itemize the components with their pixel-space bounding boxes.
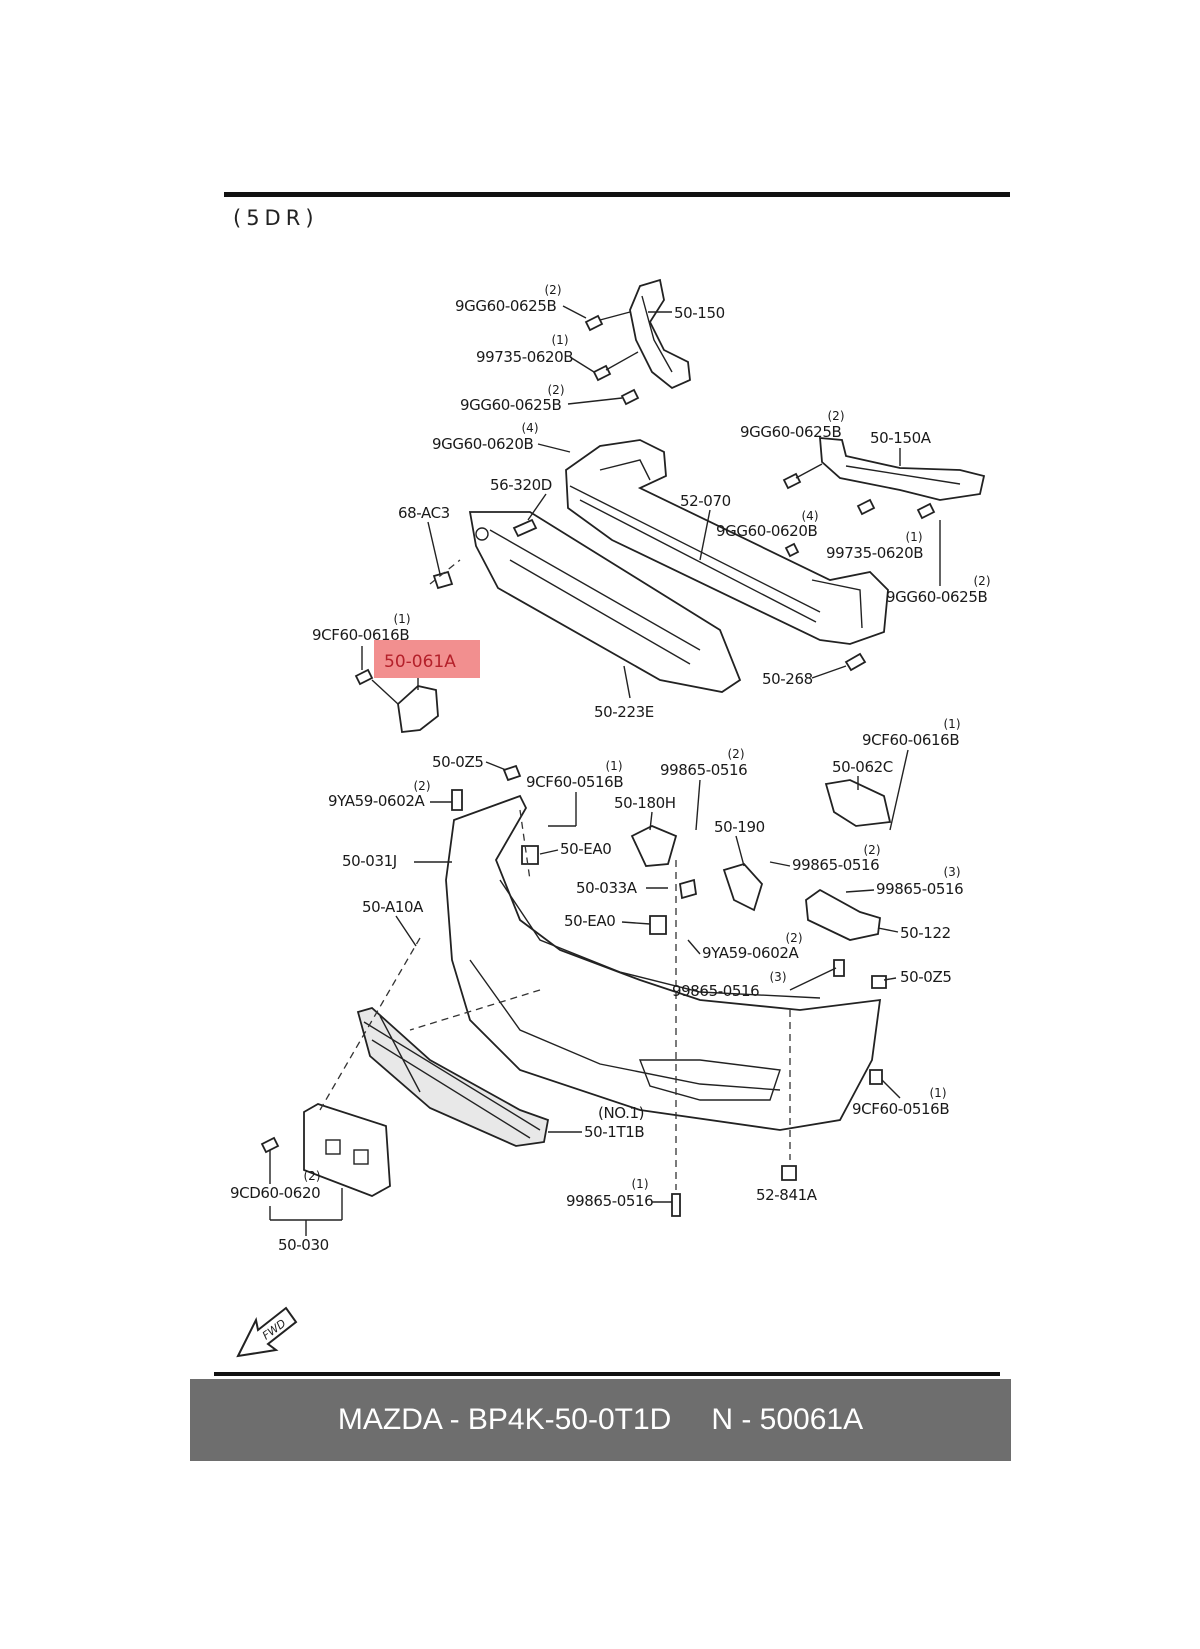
assembly-lines (319, 559, 791, 1190)
svg-text:(2): (2) (974, 574, 991, 588)
bracket-50-061A (354, 668, 439, 733)
callout-99735-0620B-2: 99735-0620B (826, 544, 923, 562)
callout-99865-0516-3: 99865-0516 (876, 880, 963, 898)
fwd-arrow-icon: FWD (236, 1306, 298, 1358)
callout-99865-0516-4: 99865-0516 (672, 982, 759, 1000)
svg-text:(4): (4) (522, 421, 539, 435)
callout-50-190: 50-190 (714, 818, 765, 836)
svg-text:(1): (1) (930, 1086, 947, 1100)
callout-99865-0516-5: 99865-0516 (566, 1192, 653, 1210)
callout-50-EA0-2: 50-EA0 (564, 912, 615, 930)
callout-52-070: 52-070 (680, 492, 731, 510)
callout-52-841A: 52-841A (756, 1186, 818, 1204)
bolt-group-top (584, 311, 640, 406)
top-rule (224, 192, 1010, 197)
callout-9CF60-0616B-2: 9CF60-0616B (862, 731, 959, 749)
callout-50-122: 50-122 (900, 924, 951, 942)
callout-50-062C: 50-062C (832, 758, 893, 776)
callout-9CD60-0620: 9CD60-0620 (230, 1184, 320, 1202)
callout-50-061A-highlighted: 50-061A (384, 652, 456, 672)
license-plate-bracket-50-030 (260, 1103, 391, 1197)
svg-text:(2): (2) (414, 779, 431, 793)
callout-9CF60-0616B: 9CF60-0616B (312, 626, 409, 644)
highlight-box (374, 640, 480, 678)
absorber-50-223E (468, 511, 742, 693)
grille-50-1T1B (356, 1006, 550, 1147)
svg-text:(2): (2) (728, 747, 745, 761)
callout-9CF60-0516B-2: 9CF60-0516B (852, 1100, 949, 1118)
callout-56-320D: 56-320D (490, 476, 552, 494)
callout-9YA59-0602A-2: 9YA59-0602A (702, 944, 799, 962)
callout-9GG60-0625B: 9GG60-0625B (455, 297, 556, 315)
callout-9CF60-0516B: 9CF60-0516B (526, 773, 623, 791)
callout-9GG60-0625B-3: 9GG60-0625B (740, 423, 841, 441)
callout-99865-0516-2: 99865-0516 (792, 856, 879, 874)
svg-text:(2): (2) (545, 283, 562, 297)
callout-50-031J: 50-031J (342, 852, 397, 870)
side-parts (451, 764, 892, 1217)
callout-9GG60-0620B: 9GG60-0620B (432, 435, 533, 453)
callout-9GG60-0620B-2: 9GG60-0620B (716, 522, 817, 540)
callout-labels: (2) 9GG60-0625B 50-150 (1) 99735-0620B (… (230, 283, 991, 1254)
svg-text:(2): (2) (304, 1169, 321, 1183)
callout-50-0Z5: 50-0Z5 (432, 753, 483, 771)
bottom-rule (214, 1372, 1000, 1376)
part-info-footer: MAZDA - BP4K-50-0T1D N - 50061A (190, 1379, 1011, 1461)
bumper-reinforcement-52-070 (565, 439, 889, 645)
bracket-50-150 (629, 278, 691, 390)
callout-no1: (NO.1) (598, 1104, 644, 1122)
callout-50-0Z5-2: 50-0Z5 (900, 968, 951, 986)
bolt-group-right (782, 463, 936, 558)
callout-50-223E: 50-223E (594, 703, 654, 721)
footer-text: MAZDA - BP4K-50-0T1D N - 50061A (190, 1379, 1011, 1461)
bolt-50-268 (844, 652, 867, 672)
svg-text:(2): (2) (828, 409, 845, 423)
svg-text:(1): (1) (552, 333, 569, 347)
svg-text:(2): (2) (864, 843, 881, 857)
callout-50-033A: 50-033A (576, 879, 638, 897)
variant-label: (5DR) (233, 206, 319, 230)
svg-text:(3): (3) (944, 865, 961, 879)
svg-text:(2): (2) (786, 931, 803, 945)
callout-50-180H: 50-180H (614, 794, 676, 812)
svg-text:(1): (1) (906, 530, 923, 544)
callout-50-EA0: 50-EA0 (560, 840, 611, 858)
svg-text:(1): (1) (394, 612, 411, 626)
bracket-50-150A (819, 437, 986, 501)
callout-9GG60-0625B-2: 9GG60-0625B (460, 396, 561, 414)
svg-text:(1): (1) (944, 717, 961, 731)
callout-50-268: 50-268 (762, 670, 813, 688)
svg-text:(3): (3) (770, 970, 787, 984)
brand-part-number: MAZDA - BP4K-50-0T1D (337, 1403, 672, 1436)
callout-99865-0516: 99865-0516 (660, 761, 747, 779)
callout-50-1T1B: 50-1T1B (584, 1123, 644, 1141)
reference-number: N - 50061A (711, 1403, 864, 1436)
svg-text:(1): (1) (632, 1177, 649, 1191)
callout-50-150A: 50-150A (870, 429, 932, 447)
callout-50-030: 50-030 (278, 1236, 329, 1254)
callout-9YA59-0602A: 9YA59-0602A (328, 792, 425, 810)
bumper-cover-50-031J (445, 794, 882, 1131)
callout-50-150: 50-150 (674, 304, 725, 322)
callout-9GG60-0625B-4: 9GG60-0625B (886, 588, 987, 606)
svg-text:(2): (2) (548, 383, 565, 397)
callout-68-AC3: 68-AC3 (398, 504, 450, 522)
callout-50-A10A: 50-A10A (362, 898, 424, 916)
bolt-56-320D (512, 518, 538, 538)
svg-text:(1): (1) (606, 759, 623, 773)
svg-text:(4): (4) (802, 509, 819, 523)
callout-99735-0620B: 99735-0620B (476, 348, 573, 366)
